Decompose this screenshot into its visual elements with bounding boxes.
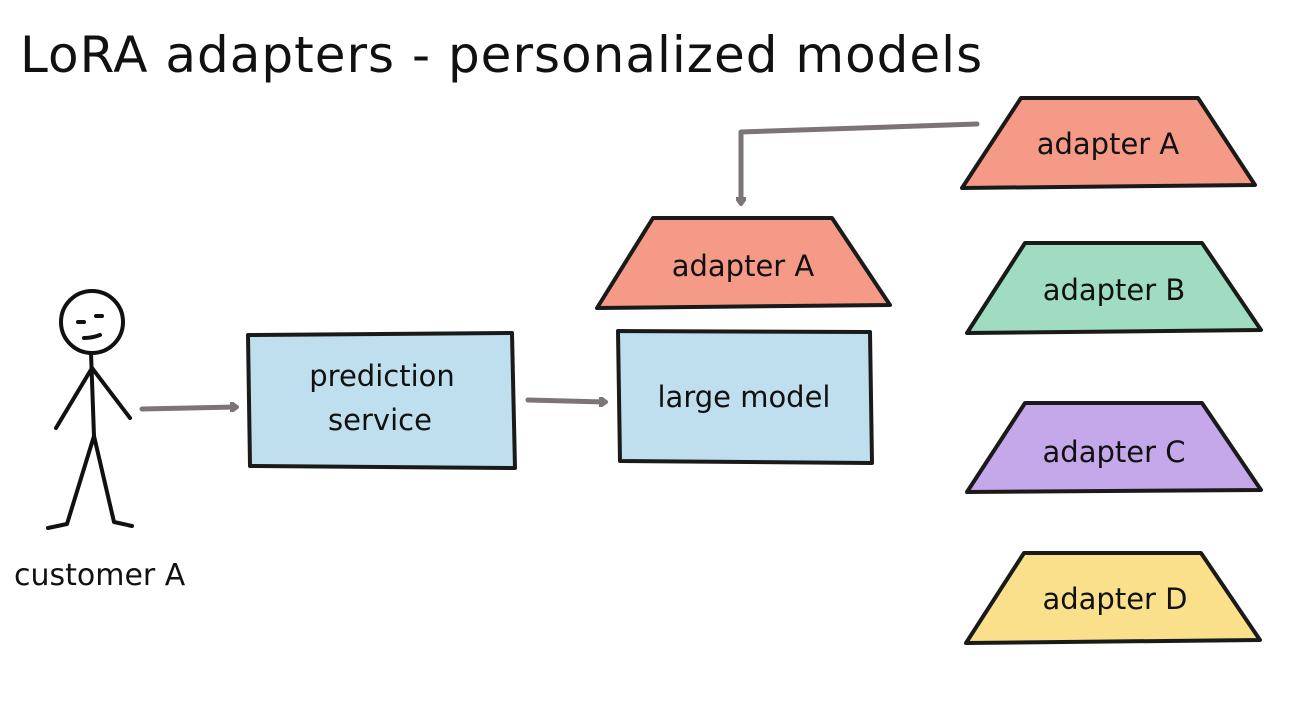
adapter-a-label: adapter A xyxy=(1037,127,1180,161)
customer-torso xyxy=(89,351,96,438)
adapter-a-node: adapter A xyxy=(960,96,1257,190)
page-title: LoRA adapters - personalized models xyxy=(20,26,983,84)
adapter-d-node: adapter D xyxy=(964,551,1262,645)
adapter-c-label: adapter C xyxy=(1043,435,1186,469)
large-model-label: large model xyxy=(657,380,830,414)
adapter-library: adapter A adapter B adapter C adapter D xyxy=(960,96,1263,645)
prediction-service-label-line2: service xyxy=(328,403,432,437)
mounted-adapter-shape xyxy=(595,216,892,310)
adapter-a-shape xyxy=(960,96,1257,190)
adapter-b-shape xyxy=(965,241,1263,335)
customer-figure xyxy=(46,289,134,530)
customer-leg-left xyxy=(46,434,96,530)
prediction-service-box xyxy=(246,331,517,470)
customer-arm-left xyxy=(54,366,94,430)
mounted-adapter-label: adapter A xyxy=(672,249,815,283)
adapter-d-shape xyxy=(964,551,1262,645)
customer-leg-right xyxy=(92,434,134,528)
adapter-d-label: adapter D xyxy=(1042,582,1187,616)
arrow-adapter-to-model xyxy=(741,121,980,203)
prediction-service-node: prediction service xyxy=(246,331,517,470)
large-model-node: large model xyxy=(616,329,874,465)
arrow-service-to-model xyxy=(525,400,605,402)
customer-mouth xyxy=(82,333,102,340)
adapter-b-label: adapter B xyxy=(1043,273,1186,307)
large-model-box xyxy=(616,329,874,465)
customer-head xyxy=(59,289,125,355)
mounted-adapter-node: adapter A xyxy=(595,216,892,310)
customer-arm-right xyxy=(90,366,132,420)
customer-label: customer A xyxy=(14,558,186,593)
prediction-service-label-line1: prediction xyxy=(309,359,455,393)
adapter-c-node: adapter C xyxy=(965,401,1263,494)
adapter-c-shape xyxy=(965,401,1263,494)
adapter-b-node: adapter B xyxy=(965,241,1263,335)
arrow-customer-to-service xyxy=(139,407,236,409)
